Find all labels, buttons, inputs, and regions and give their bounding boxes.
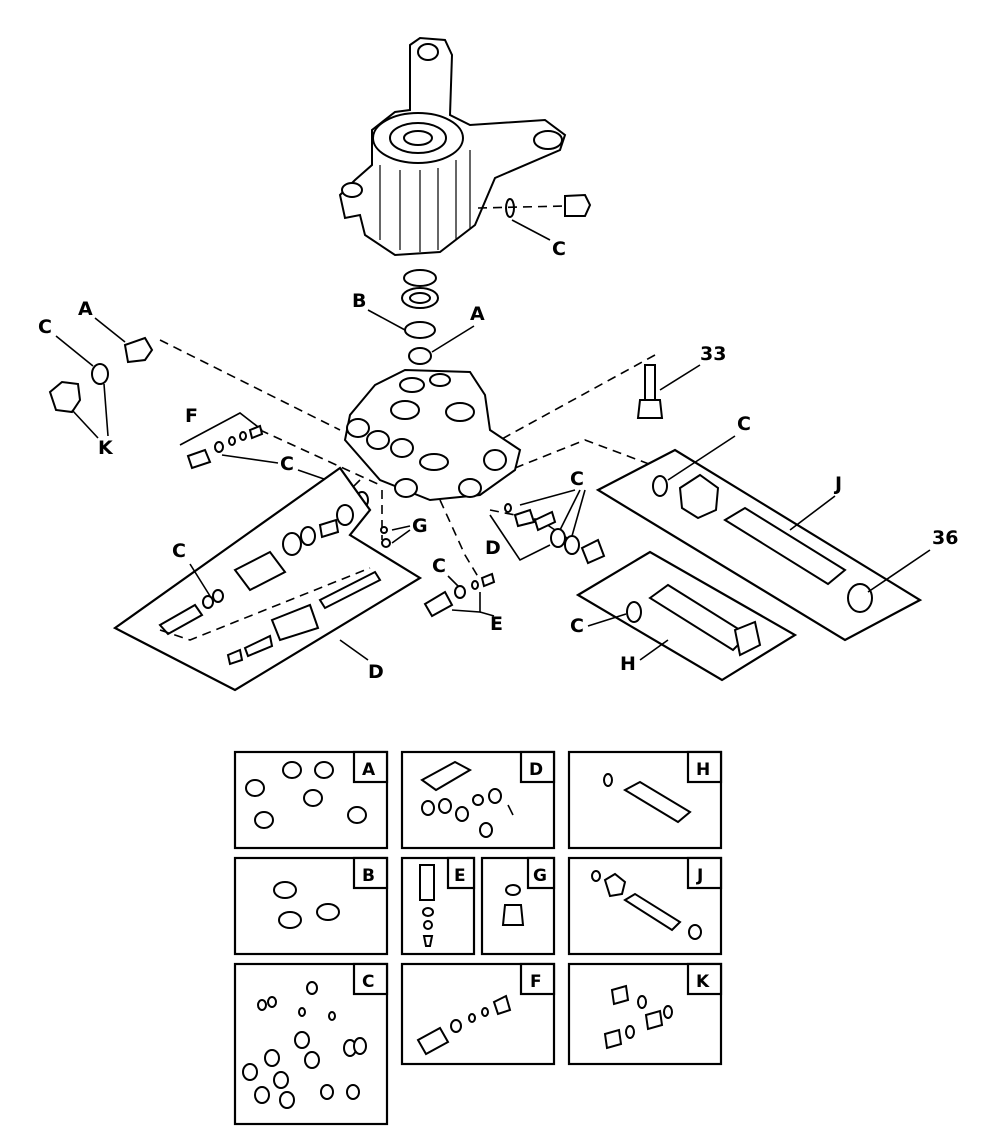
guide-line-e — [439, 499, 481, 581]
callout-d-left: D — [368, 661, 384, 683]
callout-j-right: J — [833, 473, 842, 495]
callout-c-e: C — [432, 555, 446, 577]
guide-line-j — [514, 439, 666, 471]
unloader-assembly — [158, 504, 382, 666]
kit-box-k: K — [567, 962, 723, 1066]
kit-label-g: G — [533, 866, 547, 886]
kit-box-d: D — [400, 750, 556, 850]
kit-box-c: C — [233, 962, 389, 1126]
filter-tube-j — [723, 506, 847, 586]
fitting-e — [423, 590, 454, 618]
bolt-33 — [636, 364, 664, 419]
kit-box-j: J — [567, 856, 723, 956]
callout-e-mid: E — [490, 613, 503, 635]
pump-crankcase-housing — [338, 36, 567, 257]
callout-c-h: C — [570, 615, 584, 637]
guide-line-d-left-inner — [159, 567, 371, 641]
fitting-f — [186, 448, 212, 470]
callout-b-mid: B — [352, 290, 366, 312]
kit-label-f: F — [530, 972, 542, 992]
plug-a-left — [123, 336, 154, 364]
callout-f-left: F — [185, 405, 198, 427]
guide-line-a — [159, 339, 341, 431]
callout-g-mid: G — [412, 515, 428, 537]
side-plug-assembly — [477, 193, 592, 218]
valve-d-right — [513, 508, 536, 528]
callout-c-f: C — [280, 453, 294, 475]
callout-c-top: C — [552, 238, 566, 260]
kit-box-b: B — [233, 856, 389, 956]
oring-c-j — [652, 475, 668, 497]
pump-manifold — [343, 368, 522, 502]
callout-d-right: D — [485, 537, 501, 559]
kit-box-f: F — [400, 962, 556, 1066]
group-outline-j — [595, 448, 923, 642]
kit-box-g: G — [480, 856, 556, 956]
kit-label-e: E — [454, 866, 466, 886]
oring-c-left — [91, 363, 109, 385]
kit-label-h: H — [696, 760, 710, 780]
callout-a-mid: A — [470, 303, 485, 325]
kit-label-c: C — [362, 972, 374, 992]
callout-n36: 36 — [932, 527, 958, 549]
kit-label-b: B — [362, 866, 375, 886]
callout-c-d-left: C — [172, 540, 186, 562]
seal-stack — [401, 269, 439, 365]
callout-c-j: C — [737, 413, 751, 435]
kit-label-k: K — [696, 972, 710, 992]
kit-box-a: A — [233, 750, 389, 850]
callout-n33: 33 — [700, 343, 726, 365]
oring-c-h — [626, 601, 642, 623]
callout-k-left: K — [98, 437, 114, 459]
callout-a-left: A — [78, 298, 93, 320]
callout-c-right: C — [570, 468, 584, 490]
kit-box-h: H — [567, 750, 723, 850]
guide-line-f — [259, 429, 381, 486]
callout-c-left: C — [38, 316, 52, 338]
kit-label-a: A — [362, 760, 376, 780]
plug-k — [48, 380, 82, 414]
kit-label-d: D — [529, 760, 543, 780]
kit-box-e: E — [400, 856, 476, 956]
nut-j — [678, 473, 720, 520]
ball-g — [380, 526, 388, 534]
guide-line-33 — [499, 354, 656, 441]
callout-h-right: H — [620, 653, 636, 675]
kit-label-j: J — [696, 866, 703, 886]
